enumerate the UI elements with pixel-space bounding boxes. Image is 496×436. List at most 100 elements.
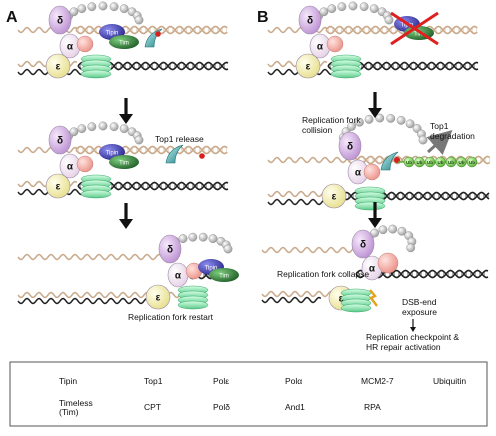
rpa-bead-icon (69, 127, 79, 137)
tipin-letter: Tipin (106, 151, 119, 157)
rpa-bead-icon (77, 4, 87, 14)
dna-lagging-template (17, 26, 78, 34)
and1-protein (363, 163, 381, 181)
annotation-top1-release: Top1 release (155, 134, 204, 144)
mcm-complex (330, 54, 362, 79)
dna-leading-daughter (261, 296, 322, 304)
rpa-bead-icon (109, 122, 119, 132)
legend-label-cpt: CPT (144, 402, 161, 412)
degradation-arrow (426, 129, 453, 155)
legend-label-pol-alpha: Polα (285, 376, 302, 386)
mcm-complex (354, 186, 386, 211)
dna-leading-template (267, 190, 328, 198)
pol-alpha: α (309, 33, 331, 59)
legend-label-tipin: Tipin (59, 376, 77, 386)
annotation-fork-restart: Replication fork restart (128, 312, 214, 322)
ub-letter: Ub (427, 160, 433, 165)
top1-icon (165, 144, 184, 164)
pol-letter: ε (332, 192, 337, 203)
legend-label-timeless: Timeless(Tim) (59, 398, 93, 417)
arrow-down-icon (368, 202, 382, 228)
pol-letter: ε (56, 182, 61, 193)
cross-icon (390, 11, 439, 46)
pol-letter: δ (347, 142, 353, 153)
arrow-down-icon (368, 92, 382, 118)
pol-epsilon: ε (145, 284, 171, 310)
dsb-break-icon (369, 289, 378, 307)
rpa-bead-icon (98, 1, 108, 11)
pol-alpha: α (167, 262, 189, 288)
dna-lagging-parental (75, 25, 228, 35)
pol-letter: ε (156, 293, 161, 304)
pol-letter: α (355, 168, 362, 179)
rpa-bead-icon (327, 4, 337, 14)
pol-letter: α (67, 42, 74, 53)
arrow-down-icon (119, 98, 133, 124)
pol-delta: δ (48, 125, 72, 155)
rpa-bead-icon (208, 234, 218, 244)
ubiquitin-icon: Ub (445, 156, 457, 168)
panel-label-a: A (6, 9, 18, 26)
rpa-bead-icon (364, 114, 374, 124)
rpa-bead-icon (87, 122, 97, 132)
pol-epsilon: ε (295, 53, 321, 79)
rpa-bead-icon (348, 1, 358, 11)
legend-box (9, 361, 488, 427)
legend-label-top1: Top1 (144, 376, 163, 386)
pol-letter: δ (167, 245, 173, 256)
rpa-bead-icon (418, 135, 428, 145)
ubiquitin-icon: Ub (456, 156, 467, 168)
rpa-bead-icon (223, 244, 233, 254)
mcm-complex (80, 174, 112, 199)
rpa-bead-icon (370, 228, 380, 238)
pol-letter: δ (57, 136, 63, 147)
pol-letter: δ (307, 16, 313, 27)
tipin-letter: Tipin (401, 23, 414, 29)
rpa-bead-icon (319, 7, 329, 17)
ub-letter: Ub (406, 160, 412, 165)
and1-protein (377, 252, 399, 274)
tim-protein: Tim (209, 268, 239, 282)
dna-lagging-parental (75, 145, 228, 155)
dna-lagging-template (261, 246, 354, 254)
pol-delta: δ (298, 5, 322, 35)
pol-letter: α (317, 42, 324, 53)
rpa-bead-icon (378, 225, 388, 235)
rpa-bead-icon (369, 4, 379, 14)
rpa-bead-icon (406, 243, 416, 253)
dna-lagging-template (17, 146, 78, 154)
panel-label-b: B (257, 9, 269, 26)
rpa-chain (62, 121, 144, 145)
ub-letter: Ub (459, 160, 465, 165)
rpa-bead-icon (109, 2, 119, 12)
rpa-bead-icon (375, 113, 385, 123)
ubiquitin-icon: Ub (414, 156, 425, 168)
rpa-bead-icon (119, 4, 129, 14)
and1-protein (76, 155, 94, 173)
pol-epsilon: ε (321, 183, 347, 209)
ub-letter: Ub (448, 160, 454, 165)
rpa-bead-icon (119, 124, 129, 134)
pol-delta: δ (338, 131, 362, 161)
rpa-bead-icon (359, 2, 369, 12)
rpa-bead-icon (397, 226, 407, 236)
dna-lagging-template (17, 253, 178, 261)
pol-letter: α (369, 264, 376, 275)
tim-letter: Tim (119, 41, 129, 47)
rpa-bead-icon (355, 117, 364, 127)
pol-epsilon: ε (45, 173, 71, 199)
legend-label-mcm: MCM2-7 (361, 376, 394, 386)
rpa-bead-icon (386, 114, 396, 123)
mcm-complex (177, 285, 209, 310)
legend-label-ubiquitin: Ubiquitin (433, 376, 466, 386)
rpa-bead-icon (188, 232, 198, 242)
legend-label-pol-delta: Polδ (213, 402, 230, 412)
rpa-bead-icon (347, 122, 356, 131)
rpa-chain (312, 1, 394, 25)
rpa-bead-icon (69, 7, 79, 17)
rpa-bead-icon (98, 121, 108, 131)
ub-letter: Ub (469, 160, 475, 165)
legend-label-and1: And1 (285, 402, 305, 412)
tim-letter: Tim (119, 161, 129, 167)
